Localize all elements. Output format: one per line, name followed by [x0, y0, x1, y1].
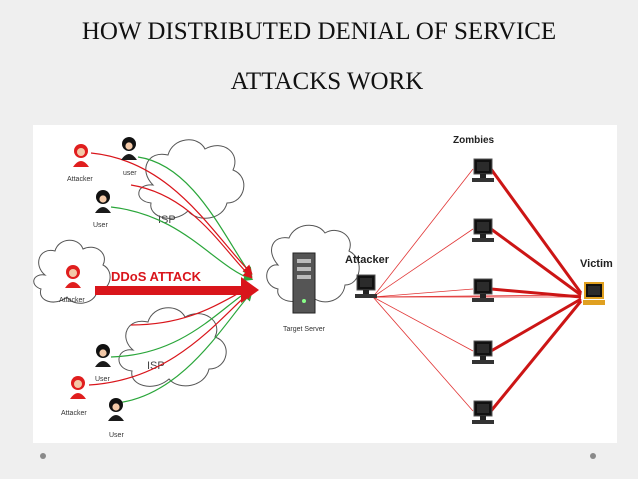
attack-flow-arrow: [130, 184, 253, 279]
attacker-computer-icon: [354, 274, 378, 299]
zombies-label: Zombies: [453, 135, 495, 146]
server-icon: [292, 252, 316, 314]
user-icon: [121, 137, 137, 160]
slide-decor-dot-left: [40, 453, 46, 459]
zombie-computer-icon: [471, 400, 495, 425]
isp-cloud-top: [138, 139, 245, 219]
person-label: Attacker: [67, 176, 93, 183]
attacker-icon: [73, 144, 89, 167]
attack-flow-arrow: [88, 289, 253, 386]
target-server-label: Target Server: [283, 326, 326, 333]
diagram-svg: ISP ISP DDoS ATTACK Attacker user User A…: [33, 135, 613, 439]
user-icon: [95, 344, 111, 367]
slide-decor-dot-right: [590, 453, 596, 459]
user-icon: [95, 190, 111, 213]
zombie-computer-icon: [471, 340, 495, 365]
slide-title-line-1: HOW DISTRIBUTED DENIAL OF SERVICE: [81, 18, 557, 45]
person-label: user: [123, 170, 137, 177]
person-label: Attacker: [61, 410, 87, 417]
ddos-attack-arrow-shaft: [95, 286, 245, 295]
user-icon: [108, 398, 124, 421]
ddos-attack-arrow-head: [241, 277, 259, 303]
user-flow-arrow: [110, 206, 254, 282]
user-flow-arrow: [110, 287, 254, 358]
zombie-computer-icon: [471, 158, 495, 183]
botnet-lines: [372, 168, 583, 412]
victim-computer-icon: [583, 282, 605, 305]
person-label: User: [95, 376, 110, 383]
attacker-icon: [70, 376, 86, 399]
person-label: User: [93, 222, 108, 229]
user-flow-arrow: [116, 291, 253, 404]
ddos-diagram: ISP ISP DDoS ATTACK Attacker user User A…: [33, 125, 617, 443]
victim-label: Victim: [580, 258, 613, 270]
zombie-computer-icon: [471, 218, 495, 243]
isp-label-top: ISP: [158, 214, 176, 226]
botnet-attacker-label: Attacker: [345, 254, 390, 266]
zombie-computer-icon: [471, 278, 495, 303]
person-label: Attacker: [59, 297, 85, 304]
attack-flow-arrow: [90, 152, 253, 275]
user-flow-arrow: [137, 156, 253, 277]
slide-title-line-2: ATTACKS WORK: [230, 68, 424, 95]
ddos-attack-label: DDoS ATTACK: [111, 269, 202, 284]
person-label: User: [109, 432, 124, 439]
